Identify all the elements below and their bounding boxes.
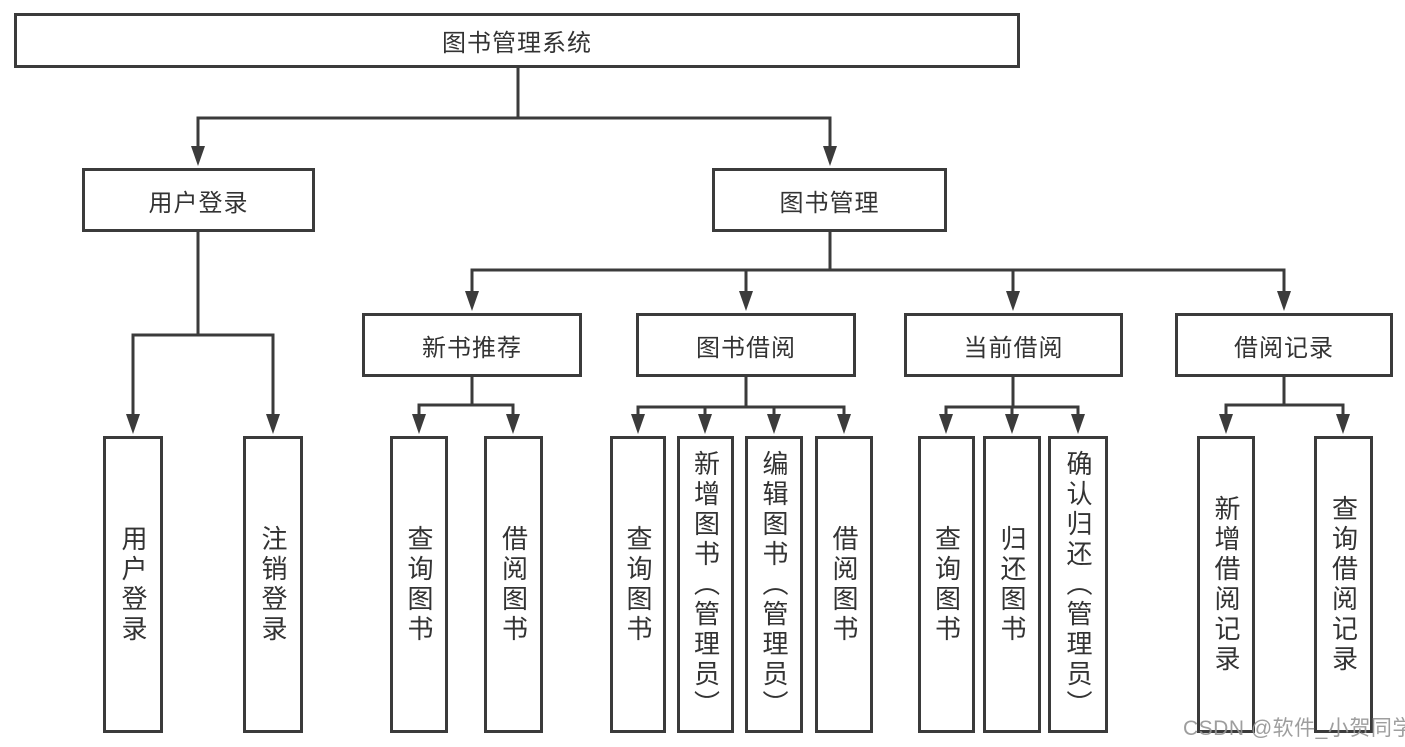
node-leaf-logout: 注销登录 [243,436,303,733]
node-leaf-query-book-borrow: 查询图书 [610,436,666,733]
node-leaf-edit-book-admin: 编辑图书（管理员） [745,436,803,733]
node-leaf-borrow-book-recommend-label: 借阅图书 [498,524,529,645]
node-leaf-edit-book-admin-label: 编辑图书（管理员） [759,449,789,720]
arrowheads [126,146,1350,434]
node-root-system-label: 图书管理系统 [442,30,592,57]
connector-paths [131,68,1345,415]
node-leaf-query-book-current-label: 查询图书 [931,524,962,645]
node-leaf-logout-label: 注销登录 [258,524,288,645]
node-current-borrow-label: 当前借阅 [963,334,1064,362]
node-leaf-borrow-book-recommend: 借阅图书 [484,436,543,733]
node-book-management-label: 图书管理 [779,189,880,217]
node-current-borrow: 当前借阅 [904,313,1123,377]
node-borrow-records-label: 借阅记录 [1234,334,1334,362]
node-leaf-query-book-borrow-label: 查询图书 [623,524,653,645]
node-leaf-query-borrow-record: 查询借阅记录 [1314,436,1373,733]
csdn-watermark: CSDN @软件_小贺同学 [1183,717,1405,740]
node-user-login-label: 用户登录 [148,189,249,217]
node-leaf-query-book-current: 查询图书 [918,436,975,733]
node-leaf-add-book-admin-label: 新增图书（管理员） [690,449,721,720]
node-book-management: 图书管理 [712,168,947,232]
node-new-book-recommend: 新书推荐 [362,313,582,377]
node-leaf-add-borrow-record: 新增借阅记录 [1197,436,1255,733]
node-book-borrow-label: 图书借阅 [696,334,796,362]
node-book-borrow: 图书借阅 [636,313,856,377]
node-borrow-records: 借阅记录 [1175,313,1393,377]
node-leaf-add-book-admin: 新增图书（管理员） [677,436,734,733]
node-root-system: 图书管理系统 [14,13,1020,68]
node-leaf-borrow-book-label: 借阅图书 [829,524,859,645]
node-leaf-user-login: 用户登录 [103,436,163,733]
node-leaf-query-book-recommend: 查询图书 [390,436,448,733]
node-leaf-return-book-label: 归还图书 [997,524,1027,645]
node-leaf-confirm-return-admin-label: 确认归还（管理员） [1063,449,1093,720]
node-user-login: 用户登录 [82,168,315,232]
node-leaf-user-login-label: 用户登录 [118,524,148,645]
node-leaf-add-borrow-record-label: 新增借阅记录 [1211,494,1241,675]
node-leaf-borrow-book: 借阅图书 [815,436,873,733]
node-leaf-query-borrow-record-label: 查询借阅记录 [1328,494,1359,675]
node-leaf-return-book: 归还图书 [983,436,1041,733]
node-leaf-query-book-recommend-label: 查询图书 [404,524,434,645]
node-leaf-confirm-return-admin: 确认归还（管理员） [1048,436,1108,733]
node-new-book-recommend-label: 新书推荐 [422,334,522,362]
